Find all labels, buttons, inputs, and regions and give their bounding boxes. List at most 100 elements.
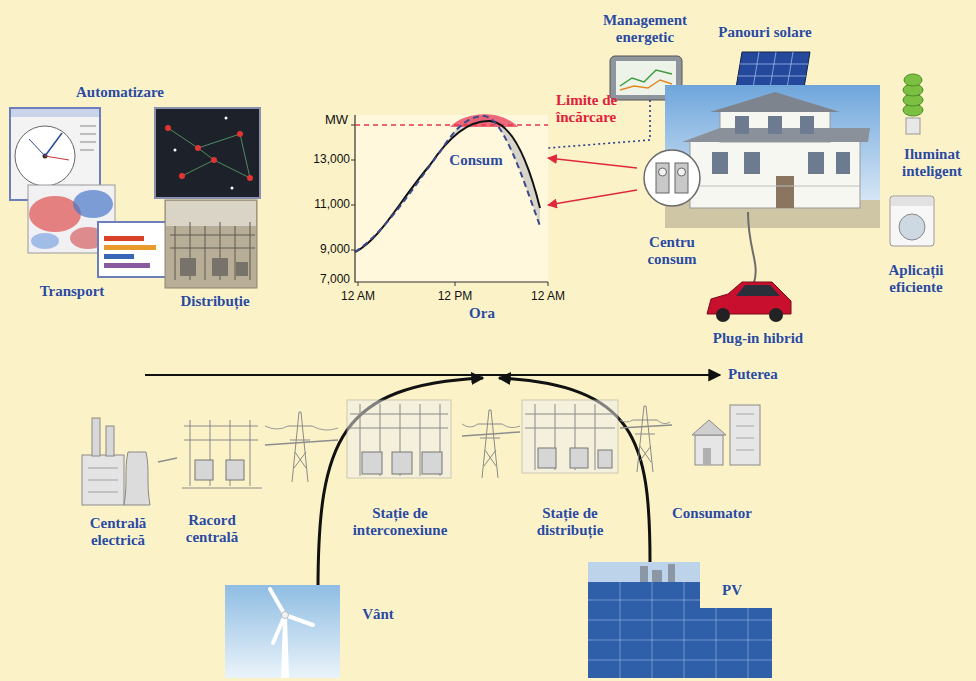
distribution-drawing	[522, 400, 618, 473]
renewable-input-arrow	[499, 378, 650, 562]
automation-gauge	[80, 134, 96, 135]
substation-photo	[212, 258, 228, 276]
control-screen	[211, 157, 217, 163]
axis-tick: 12 AM	[341, 290, 375, 304]
plug-in-car	[716, 308, 730, 322]
load-chart-panel	[104, 263, 150, 268]
node-label: Racord centrală	[177, 512, 247, 547]
pv-array-photo	[588, 562, 772, 678]
automation-gauge	[11, 109, 99, 117]
load-chart-panel	[98, 222, 166, 277]
consumer-buildings	[692, 405, 760, 465]
flow-label-holder: Puterea	[728, 366, 778, 383]
interconnection-drawing	[422, 452, 442, 474]
wind-turbine: Vânt	[225, 585, 394, 678]
house	[712, 152, 728, 174]
node-label: Management energetic	[595, 12, 695, 47]
control-screen	[179, 173, 185, 179]
solar-panel: Panouri solare	[718, 24, 811, 88]
load-chart: Consum	[355, 115, 548, 282]
load-curve-chart	[355, 115, 548, 282]
control-screen	[247, 175, 253, 181]
control-screen	[165, 125, 171, 131]
wind-turbine-photo	[225, 585, 340, 678]
distribution-drawing	[522, 400, 618, 473]
axis-title: Ora	[469, 305, 495, 322]
weather-map	[73, 190, 113, 218]
distribution-drawing	[525, 404, 615, 470]
wind-turbine-photo	[281, 618, 289, 678]
node-label: Aplicații eficiente	[878, 262, 954, 297]
interconnection-station: Stație de interconexiune	[338, 398, 462, 540]
weather-map	[31, 233, 59, 249]
axis-tick: 11,000	[314, 198, 350, 212]
node-label: Automatizare	[76, 84, 164, 101]
house	[808, 152, 824, 174]
smart-bulb	[904, 74, 922, 86]
weather-map	[29, 196, 81, 232]
interconnection-drawing	[350, 404, 448, 476]
meter-circle	[675, 163, 688, 193]
axis-tick: 12 PM	[438, 290, 473, 304]
control-screen	[225, 117, 228, 120]
house	[744, 152, 760, 174]
axis-tick-holder: 13,000	[313, 153, 350, 167]
pv-array-photo	[588, 582, 772, 678]
meter-circle	[644, 150, 700, 206]
axis-unit: MW	[325, 113, 348, 128]
interconnection-drawing	[362, 452, 382, 474]
power-line	[462, 432, 520, 436]
power-plant-drawing	[82, 455, 124, 505]
load-curve-chart	[355, 124, 548, 126]
power-line	[158, 458, 177, 462]
control-screen	[174, 149, 177, 152]
efficient-appliance: Aplicații eficiente	[878, 196, 954, 297]
consumption-center: Centru consum	[637, 150, 707, 269]
axis-tick: 7,000	[320, 273, 350, 287]
wind-turbine-photo	[282, 612, 289, 619]
load-arrow	[548, 190, 637, 205]
control-screen	[231, 187, 234, 190]
axis-tick-holder: 7,000	[320, 273, 350, 287]
distribution-station: Stație de distribuție	[520, 398, 620, 540]
automation-gauge	[45, 133, 62, 156]
consumer-buildings	[695, 435, 723, 465]
power-line	[265, 440, 338, 445]
house	[665, 85, 880, 228]
smart-bulb	[906, 118, 920, 134]
automation-gauge	[80, 126, 96, 127]
transport-image: Transport	[28, 185, 115, 300]
control-screen	[155, 108, 260, 198]
distribution-image: Distribuție	[165, 200, 257, 310]
plug-in-car	[748, 212, 756, 283]
substation-photo	[165, 200, 257, 288]
power-plant-drawing	[124, 452, 150, 505]
node-label: Vânt	[362, 606, 394, 623]
pv-array-photo	[668, 564, 675, 582]
node-label: Plug-in hibrid	[713, 330, 803, 347]
house	[768, 116, 782, 134]
consumer-buildings	[730, 405, 760, 465]
axis-tick-holder: 9,000	[320, 243, 350, 257]
meter-circle	[644, 150, 700, 206]
solar-panel	[738, 52, 808, 88]
house	[665, 85, 880, 228]
house	[710, 92, 840, 112]
node-label: Consumator	[672, 505, 752, 522]
limit-label: Limite de încărcare	[556, 92, 640, 127]
wind-turbine-photo	[225, 585, 340, 678]
house	[700, 186, 860, 187]
meter-circle	[659, 168, 667, 176]
node-label: Centrală electrică	[78, 515, 158, 550]
meter-circle	[656, 163, 669, 193]
plug-in-car	[707, 212, 791, 322]
consumer: Consumator	[672, 392, 766, 522]
transmission-tower	[633, 406, 657, 472]
substation-photo	[170, 222, 255, 280]
load-chart-panel	[104, 245, 156, 250]
limit-label-holder: Limite de încărcare	[556, 92, 640, 127]
load-chart-panel	[98, 222, 166, 277]
axis-tick-holder: 11,000	[314, 198, 350, 212]
node-label: PV	[722, 582, 742, 599]
node-label: Iluminat inteligent	[894, 146, 970, 181]
